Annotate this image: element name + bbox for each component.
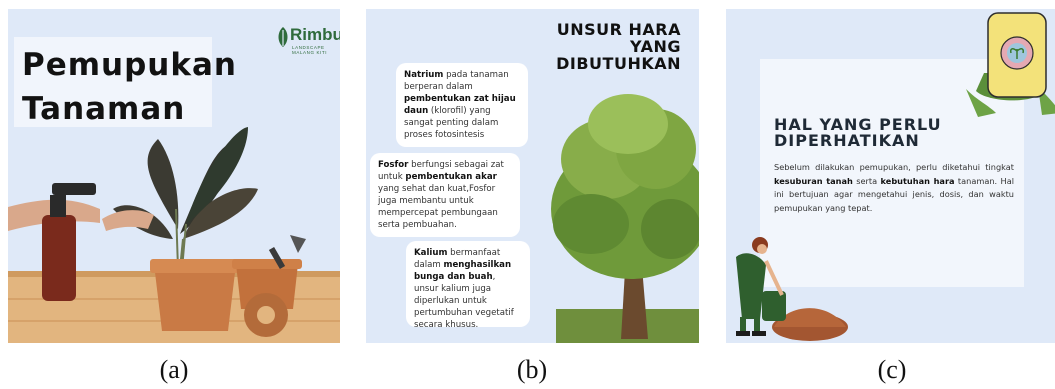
body-text: Sebelum dilakukan pemupukan, perlu diket… [774, 162, 1014, 172]
bubble-kalium: Kalium bermanfaat dalam menghasilkan bun… [406, 241, 530, 330]
title-line-1: HAL YANG PERLU [774, 115, 942, 134]
panel-c-body: Sebelum dilakukan pemupukan, perlu diket… [774, 161, 1014, 215]
bubble-highlight: pembentukan akar [405, 172, 497, 182]
title-line-1: UNSUR HARA [556, 20, 681, 39]
caption-c: (c) [877, 355, 907, 384]
bubble-fosfor: Fosfor berfungsi sebagai zat untuk pembe… [370, 153, 520, 237]
panel-a-plant-fertilizing: Pemupukan Tanaman Rimbun LANDSCAPE MALAN… [8, 9, 340, 343]
body-text: serta [852, 175, 881, 186]
illustrations [736, 12, 1055, 341]
caption-a: (a) [159, 355, 189, 384]
leaf-logo-icon [278, 27, 288, 47]
body-highlight: kesuburan tanah [774, 175, 853, 186]
title-line-3: DIBUTUHKAN [556, 54, 681, 73]
panel-b-title: UNSUR HARA YANG DIBUTUHKAN [556, 21, 681, 72]
title-line-1: Pemupukan [22, 47, 237, 83]
panel-c-considerations: HAL YANG PERLU DIPERHATIKAN Sebelum dila… [726, 9, 1055, 343]
bubble-text: yang sehat dan kuat,Fosfor juga membantu… [378, 184, 498, 230]
bubble-text: (klorofil) yang sangat penting dalam pro… [404, 106, 499, 140]
body-highlight: kebutuhan hara [880, 175, 955, 186]
nutrient-name: Fosfor [378, 160, 409, 170]
bubble-text: , unsur kalium juga diperlukan untuk per… [414, 272, 514, 330]
title-backdrop [14, 37, 212, 127]
plant-illustration [8, 127, 340, 343]
fertilizer-bag-icon [966, 12, 1055, 117]
nutrient-name: Kalium [414, 248, 448, 258]
title-line-2: DIPERHATIKAN [774, 131, 920, 150]
bubble-highlight: menghasilkan bunga dan buah [414, 260, 512, 282]
logo-sub-2: MALANG KITI [292, 50, 328, 55]
bubble-natrium: Natrium pada tanaman berperan dalam pemb… [396, 63, 528, 147]
caption-b: (b) [516, 355, 548, 384]
bubble-text: berfungsi sebagai zat untuk [378, 160, 504, 182]
title-line-2: Tanaman [22, 91, 186, 127]
logo-sub-1: LANDSCAPE [292, 45, 325, 50]
bubble-text: bermanfaat dalam [414, 248, 501, 270]
logo-subtitle: LANDSCAPE MALANG KITI [292, 45, 327, 55]
tree-illustration [551, 94, 699, 343]
body-text: tanaman. Hal ini bertujuan agar mengetah… [774, 175, 1014, 213]
bubble-highlight: pembentukan zat hijau daun [404, 94, 516, 116]
nutrient-name: Natrium [404, 70, 444, 80]
panel-b-nutrients: UNSUR HARA YANG DIBUTUHKAN Natrium pada … [366, 9, 699, 343]
bubble-text: pada tanaman berperan dalam [404, 70, 509, 92]
gardener-illustration [736, 237, 848, 341]
title-line-2: YANG [630, 37, 681, 56]
panel-a-title: Pemupukan Tanaman [22, 43, 237, 131]
logo-name: Rimbun [290, 25, 340, 44]
text-card [760, 59, 1024, 287]
panel-c-title: HAL YANG PERLU DIPERHATIKAN [774, 117, 942, 149]
